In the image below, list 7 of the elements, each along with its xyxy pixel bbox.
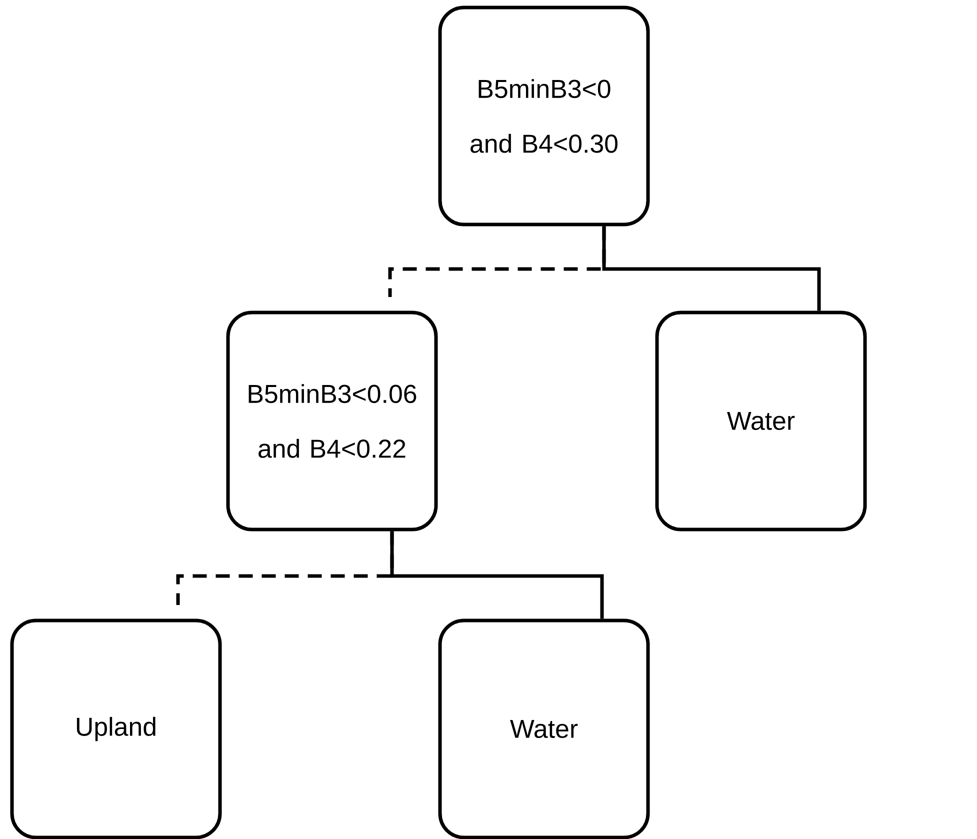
decision-box: Water	[655, 310, 867, 532]
connector-line	[602, 226, 821, 311]
decision-box: B5minB3<0.06 and B4<0.22	[226, 310, 438, 532]
decision-box: B5minB3<0 and B4<0.30	[438, 6, 650, 226]
decision-box: Water	[438, 618, 650, 839]
decision-box: Upland	[10, 618, 222, 839]
connector-line	[390, 531, 604, 619]
